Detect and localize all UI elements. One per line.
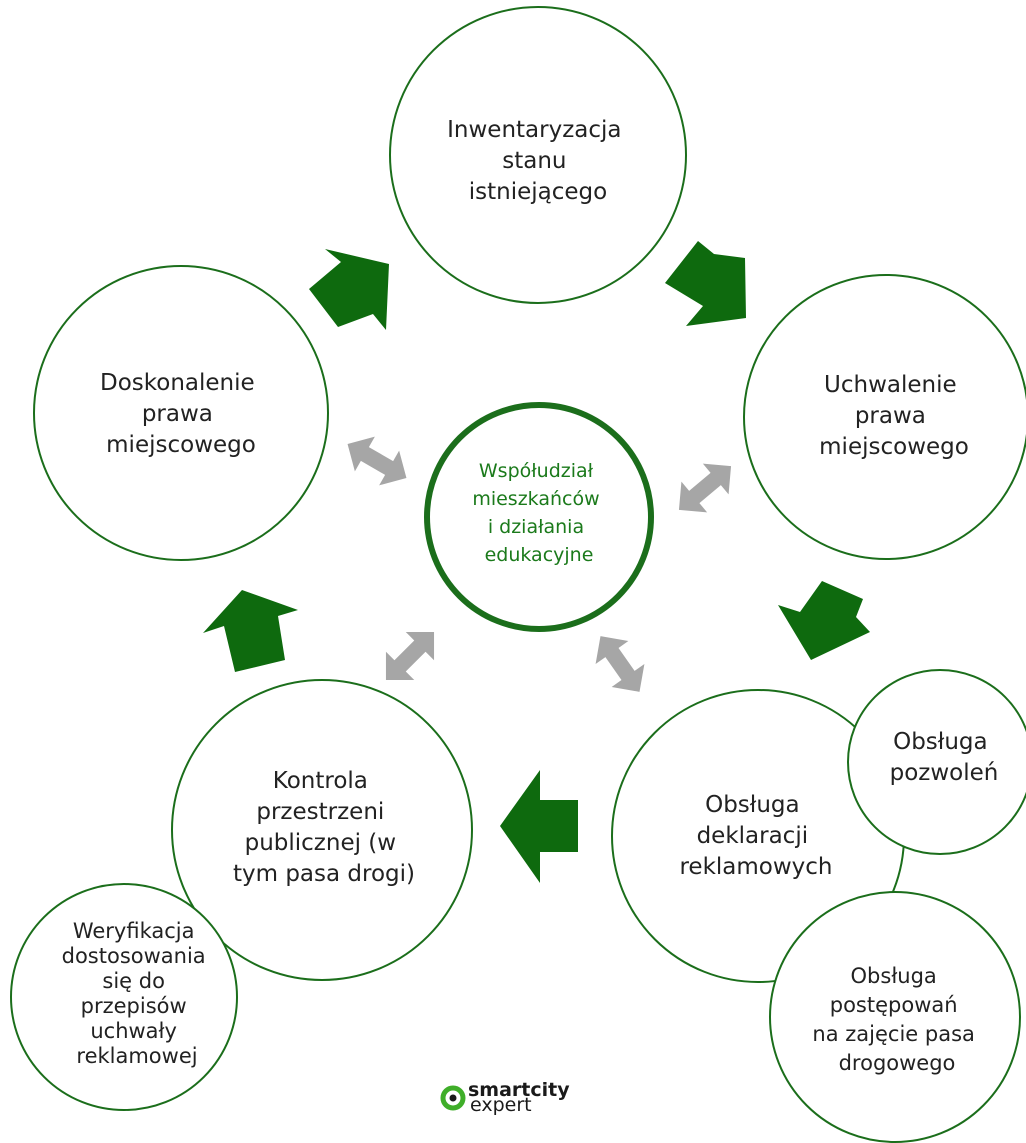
sub-verification-line: przepisów (81, 994, 187, 1018)
logo-ring-icon (440, 1085, 466, 1111)
arrow-bottom-right-to-bottom-left (500, 770, 578, 883)
node-bottom-left-line: Kontrola (273, 768, 368, 794)
sub-verification-line: się do (102, 969, 165, 993)
sub-verification-line: Weryfikacja (73, 919, 195, 943)
center-line: mieszkańców (472, 488, 599, 510)
arrow-left-to-top (309, 249, 389, 330)
node-right-line: prawa (855, 403, 926, 429)
node-bottom-right-line: deklaracji (697, 823, 809, 849)
node-right-line: Uchwalenie (824, 372, 957, 398)
arrow-bottom-left-to-left (203, 590, 298, 672)
sub-proceedings-line: Obsługa (851, 964, 937, 988)
node-bottom-left-line: publicznej (w (245, 830, 397, 856)
node-left-line: prawa (142, 401, 213, 427)
sub-proceedings-line: postępowań (830, 993, 958, 1017)
node-bottom-right-label: Obsługa deklaracji reklamowych (679, 792, 832, 880)
sub-proceedings-line: drogowego (839, 1051, 956, 1075)
logo-dot-icon (449, 1094, 457, 1102)
sub-verification-line: uchwały (90, 1019, 177, 1043)
sub-verification-line: dostosowania (62, 944, 206, 968)
logo-text-top: smartcity (468, 1079, 570, 1101)
sub-verification-line: reklamowej (76, 1044, 197, 1068)
node-top-line: stanu (502, 148, 566, 174)
node-bottom-left-circle (171, 679, 473, 981)
sub-proceedings-circle (769, 891, 1021, 1143)
link-arrow-bottom-left (385, 631, 435, 681)
node-left-label: Doskonalenie prawa miejscowego (100, 370, 262, 458)
link-arrow-left (347, 436, 407, 486)
sub-permits-line: Obsługa (893, 729, 988, 755)
node-left-line: miejscowego (106, 432, 256, 458)
node-left-line: Doskonalenie (100, 370, 255, 396)
node-bottom-left-line: tym pasa drogi) (233, 861, 415, 887)
sub-permits-line: pozwoleń (890, 760, 999, 786)
node-right-label: Uchwalenie prawa miejscowego (819, 372, 969, 460)
arrow-right-to-bottom-right (778, 581, 870, 660)
sub-verification-circle (10, 883, 238, 1111)
node-top-line: Inwentaryzacja (447, 117, 621, 143)
cycle-arrows (203, 241, 870, 883)
node-bottom-right-line: reklamowych (679, 854, 832, 880)
sub-proceedings-line: na zajęcie pasa (812, 1022, 974, 1046)
sub-proceedings-label: Obsługa postępowań na zajęcie pasa drogo… (812, 964, 981, 1075)
link-arrows (347, 436, 732, 692)
center-line: Współudział (479, 460, 594, 482)
node-bottom-left-line: przestrzeni (256, 799, 384, 825)
node-bottom-right-line: Obsługa (705, 792, 800, 818)
smartcity-logo: smartcity expert (440, 1079, 570, 1116)
center-line: edukacyjne (485, 544, 594, 566)
node-bottom-left-label: Kontrola przestrzeni publicznej (w tym p… (233, 768, 415, 887)
node-top-label: Inwentaryzacja stanu istniejącego (447, 117, 629, 205)
link-arrow-bottom-right (595, 636, 645, 692)
link-arrow-right (678, 463, 732, 513)
node-right-line: miejscowego (819, 434, 969, 460)
sub-permits-label: Obsługa pozwoleń (890, 729, 999, 786)
sub-verification-label: Weryfikacja dostosowania się do przepisó… (62, 919, 213, 1068)
arrow-top-to-right (665, 241, 746, 326)
center-line: i działania (488, 516, 584, 538)
node-top-circle (389, 6, 687, 304)
node-right-circle (743, 274, 1026, 560)
sub-permits-circle (847, 669, 1026, 855)
center-circle (424, 402, 654, 632)
node-left-circle (33, 265, 329, 561)
node-top-line: istniejącego (469, 179, 607, 205)
center-label: Współudział mieszkańców i działania eduk… (472, 460, 605, 566)
logo-text-bottom: expert (470, 1094, 532, 1116)
